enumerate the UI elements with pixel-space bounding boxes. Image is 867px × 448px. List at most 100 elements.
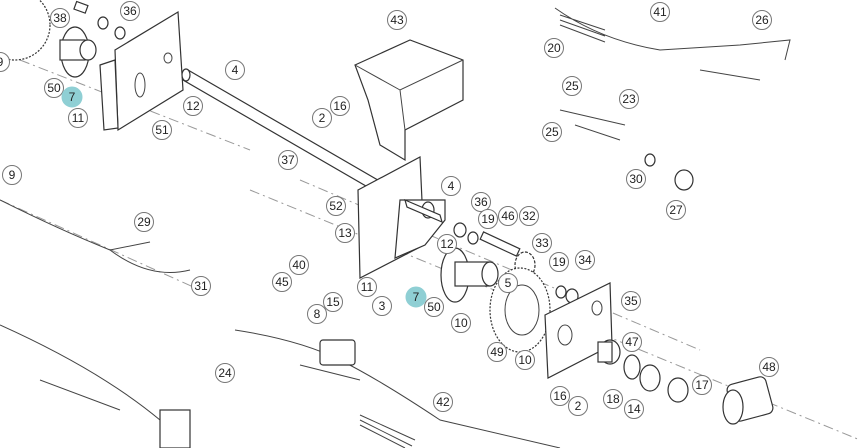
callout-label: 51 [155,123,169,137]
callout-label: 26 [755,13,769,27]
callout-part-33[interactable]: 33 [532,233,552,253]
callout-label: 11 [361,280,374,294]
callout-label: 37 [281,153,295,167]
callout-label: 50 [47,81,61,95]
callout-part-49[interactable]: 49 [487,342,507,362]
callout-part-51[interactable]: 51 [152,120,172,140]
callout-part-27[interactable]: 27 [666,200,686,220]
callout-part-50[interactable]: 50 [424,297,444,317]
callout-label: 52 [329,199,343,213]
callout-part-26[interactable]: 26 [752,10,772,30]
callout-label: 42 [436,395,450,409]
callout-part-13[interactable]: 13 [335,223,355,243]
hub-left [59,26,97,78]
callout-part-11[interactable]: 11 [357,277,377,297]
callout-label: 14 [627,402,641,416]
callout-label: 23 [622,92,636,106]
callout-part-50[interactable]: 50 [44,78,64,98]
callout-part-16[interactable]: 16 [330,96,350,116]
callout-part-4[interactable]: 4 [225,60,245,80]
callout-part-9[interactable]: 9 [0,52,10,72]
callout-part-15[interactable]: 15 [323,292,343,312]
callout-part-37[interactable]: 37 [278,150,298,170]
callout-label: 35 [624,294,638,308]
callout-label: 10 [518,353,532,367]
callout-label: 48 [762,360,776,374]
callout-label: 10 [454,316,468,330]
callout-part-11[interactable]: 11 [68,108,88,128]
callout-part-12[interactable]: 12 [183,96,203,116]
callout-label: 38 [53,11,67,25]
callout-part-40[interactable]: 40 [289,255,309,275]
callout-label: 34 [578,253,592,267]
callout-label: 49 [490,345,504,359]
callout-part-23[interactable]: 23 [619,89,639,109]
motor-48 [722,376,774,425]
callout-label: 7 [413,290,420,304]
callout-part-36[interactable]: 36 [120,1,140,21]
callout-part-52[interactable]: 52 [326,196,346,216]
callout-part-7[interactable]: 7 [61,86,83,108]
callout-part-41[interactable]: 41 [650,2,670,22]
callout-part-35[interactable]: 35 [621,291,641,311]
callout-part-46[interactable]: 46 [498,206,518,226]
callout-part-43[interactable]: 43 [387,10,407,30]
callout-label: 45 [275,275,289,289]
callout-part-10[interactable]: 10 [515,350,535,370]
callout-part-25[interactable]: 25 [542,122,562,142]
callout-part-8[interactable]: 8 [307,304,327,324]
callout-part-45[interactable]: 45 [272,272,292,292]
callout-label: 25 [545,125,559,139]
callout-label: 40 [292,258,306,272]
callout-part-42[interactable]: 42 [433,392,453,412]
callout-part-32[interactable]: 32 [519,206,539,226]
callout-label: 25 [565,79,579,93]
callout-part-12[interactable]: 12 [437,234,457,254]
callout-part-4[interactable]: 4 [441,176,461,196]
callout-label: 16 [333,99,347,113]
callout-label: 32 [522,209,536,223]
callout-part-48[interactable]: 48 [759,357,779,377]
callout-part-5[interactable]: 5 [498,273,518,293]
callout-part-24[interactable]: 24 [215,363,235,383]
callout-label: 4 [448,179,455,193]
callout-part-34[interactable]: 34 [575,250,595,270]
callout-part-30[interactable]: 30 [626,169,646,189]
callout-label: 18 [606,392,620,406]
callout-part-25[interactable]: 25 [562,76,582,96]
callout-part-38[interactable]: 38 [50,8,70,28]
callout-label: 43 [390,13,404,27]
callout-label: 16 [553,389,567,403]
callout-part-36[interactable]: 36 [471,192,491,212]
callout-part-10[interactable]: 10 [451,313,471,333]
callout-label: 24 [218,366,232,380]
callout-part-2[interactable]: 2 [568,396,588,416]
callout-part-31[interactable]: 31 [191,276,211,296]
callout-part-9[interactable]: 9 [2,165,22,185]
callout-label: 12 [186,99,200,113]
callout-label: 9 [9,168,16,182]
callout-part-14[interactable]: 14 [624,399,644,419]
callout-label: 31 [194,279,208,293]
callout-part-20[interactable]: 20 [544,38,564,58]
callout-label: 27 [669,203,683,217]
callout-part-47[interactable]: 47 [622,332,642,352]
callout-part-18[interactable]: 18 [603,389,623,409]
callout-label: 30 [629,172,643,186]
callout-part-19[interactable]: 19 [549,252,569,272]
callout-label: 36 [123,4,137,18]
callout-part-3[interactable]: 3 [372,296,392,316]
callout-label: 47 [625,335,639,349]
callout-part-2[interactable]: 2 [312,108,332,128]
callout-part-16[interactable]: 16 [550,386,570,406]
callout-label: 50 [427,300,441,314]
callout-part-29[interactable]: 29 [134,212,154,232]
callout-part-19[interactable]: 19 [478,209,498,229]
callout-part-7[interactable]: 7 [405,286,427,308]
callout-label: 7 [69,90,76,104]
side-plate-51 [99,10,184,132]
callout-label: 33 [535,236,549,250]
callout-part-17[interactable]: 17 [692,375,712,395]
callout-label: 8 [314,307,321,321]
